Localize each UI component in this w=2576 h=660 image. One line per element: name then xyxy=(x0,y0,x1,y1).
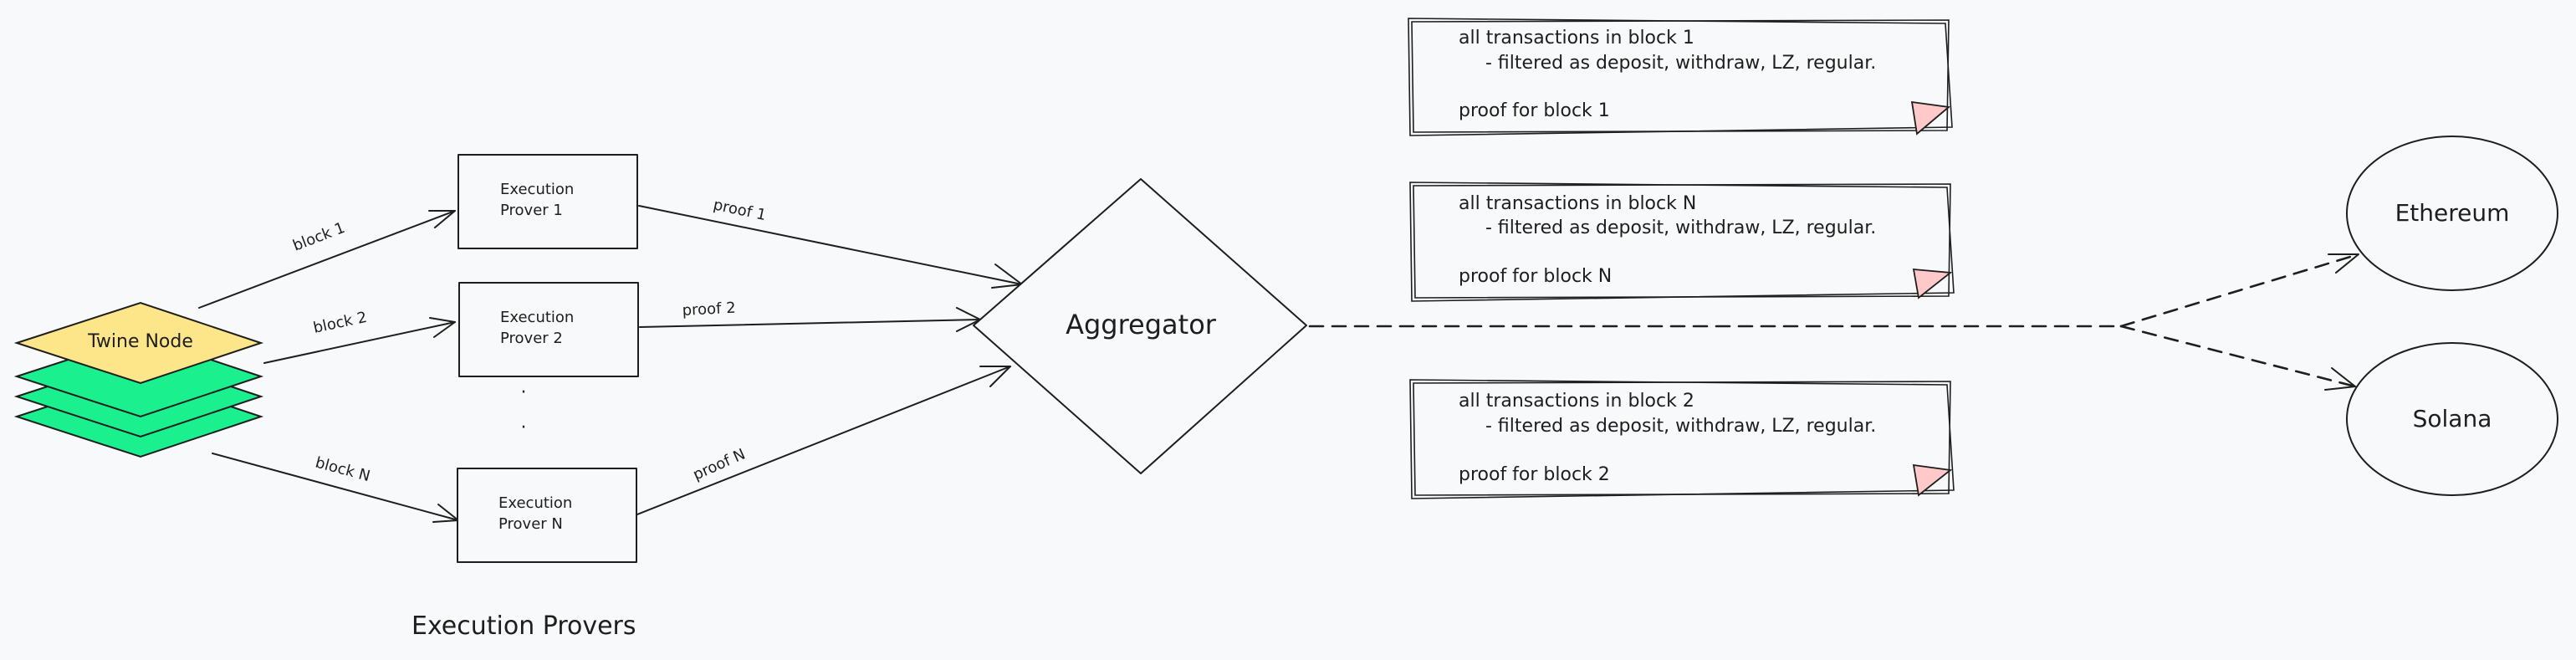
note-n-line-3: proof for block N xyxy=(1459,266,1612,287)
arrow-block-1 xyxy=(198,210,456,309)
note-block-1: all transactions in block 1 - filtered a… xyxy=(1408,18,1953,136)
prover-2-line-2: Prover 2 xyxy=(500,330,563,347)
prover-1-line-1: Execution xyxy=(500,181,574,198)
prover-2-line-1: Execution xyxy=(500,309,574,326)
ellipsis-dot-1: · xyxy=(521,382,527,403)
chain-solana[interactable]: Solana xyxy=(2346,342,2558,496)
note-block-2: all transactions in block 2 - filtered a… xyxy=(1409,379,1955,499)
twine-node-label: Twine Node xyxy=(87,331,193,352)
aggregator[interactable]: Aggregator xyxy=(973,178,1307,474)
edge-label-proof-n: proof N xyxy=(690,446,748,484)
note-block-n: all transactions in block N - filtered a… xyxy=(1409,182,1955,302)
prover-1-line-2: Prover 1 xyxy=(500,202,563,219)
note-n-line-2: - filtered as deposit, withdraw, LZ, reg… xyxy=(1485,217,1876,238)
note-1-line-1: all transactions in block 1 xyxy=(1459,28,1694,49)
edge-label-block-1: block 1 xyxy=(290,219,347,255)
edge-label-proof-2: proof 2 xyxy=(682,299,736,320)
note-n-line-1: all transactions in block N xyxy=(1459,193,1696,214)
note-2-line-1: all transactions in block 2 xyxy=(1459,391,1694,412)
arrow-proof-1 xyxy=(638,205,1023,289)
twine-node-top-layer xyxy=(13,301,264,385)
note-2-line-2: - filtered as deposit, withdraw, LZ, reg… xyxy=(1485,416,1876,437)
prover-n-line-2: Prover N xyxy=(498,515,563,533)
edge-label-proof-1: proof 1 xyxy=(712,196,768,224)
execution-prover-n[interactable]: Execution Prover N xyxy=(457,468,637,563)
edge-label-block-2: block 2 xyxy=(312,309,369,337)
aggregator-label: Aggregator xyxy=(1066,309,1217,340)
execution-provers-caption: Execution Provers xyxy=(411,611,636,641)
edge-label-block-n: block N xyxy=(314,454,372,486)
note-1-line-2: - filtered as deposit, withdraw, LZ, reg… xyxy=(1485,53,1876,74)
solana-label: Solana xyxy=(2413,405,2492,432)
twine-node[interactable]: Twine Node xyxy=(13,301,264,458)
ellipsis-dot-2: · xyxy=(521,417,527,438)
note-1-line-3: proof for block 1 xyxy=(1459,100,1610,121)
arrow-to-solana xyxy=(2119,325,2357,391)
execution-prover-2[interactable]: Execution Prover 2 xyxy=(458,282,639,377)
prover-n-line-1: Execution xyxy=(498,494,572,512)
arrow-block-2 xyxy=(263,317,456,364)
note-2-line-3: proof for block 2 xyxy=(1459,464,1610,485)
ethereum-label: Ethereum xyxy=(2395,199,2510,227)
chain-ethereum[interactable]: Ethereum xyxy=(2346,136,2558,291)
execution-prover-1[interactable]: Execution Prover 1 xyxy=(457,154,638,249)
arrow-proof-n xyxy=(636,366,1011,515)
arrow-to-ethereum xyxy=(2119,253,2360,328)
